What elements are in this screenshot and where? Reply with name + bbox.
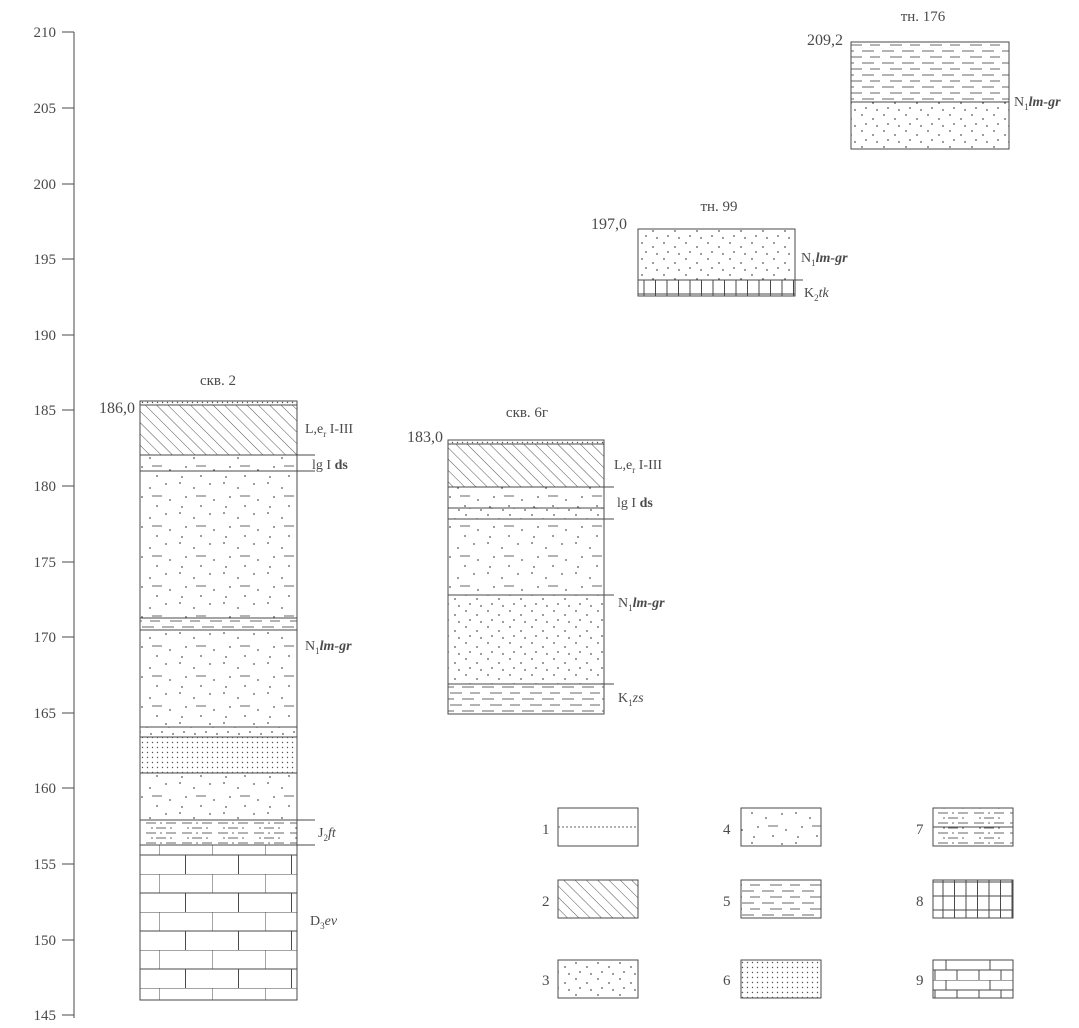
svg-text:7: 7	[916, 822, 924, 838]
tick-label: 200	[34, 177, 57, 193]
top-elevation: 197,0	[591, 216, 627, 233]
layer-lg	[448, 487, 604, 508]
column-tn176: тн. 176 209,2 N1lm-gr	[807, 9, 1061, 149]
unit-label-jurassic: J2ft	[318, 826, 337, 843]
tick-label: 185	[34, 403, 57, 419]
tick-label: 210	[34, 25, 57, 41]
legend: 1 4 7 2 5 8 3 6	[542, 808, 1013, 998]
svg-text:9: 9	[916, 973, 924, 989]
layer-clay	[448, 684, 604, 714]
layer-jurassic	[140, 820, 297, 845]
tick-label: 195	[34, 252, 57, 268]
layer-sand-1	[140, 471, 297, 618]
tick-label: 145	[34, 1008, 57, 1023]
unit-label-neogene: N1lm-gr	[801, 251, 848, 268]
svg-text:1: 1	[542, 822, 550, 838]
tick-label: 180	[34, 479, 57, 495]
layer-soil	[448, 440, 604, 444]
column-tn99: тн. 99 197,0 N1lm-gr K2tk	[591, 199, 848, 303]
svg-text:5: 5	[723, 894, 731, 910]
svg-text:3: 3	[542, 973, 550, 989]
svg-text:6: 6	[723, 973, 731, 989]
column-skv2: скв. 2 186,0 L,er I-III lg I ds N1lm-gr …	[99, 373, 353, 1000]
svg-text:8: 8	[916, 894, 924, 910]
unit-label-quaternary: L,er I-III	[614, 458, 662, 475]
layer-soil	[140, 401, 297, 405]
layer-clay-thin	[140, 618, 297, 630]
layer-limestone	[140, 845, 297, 1000]
layer-sand	[638, 229, 795, 280]
column-skv6g: скв. 6г 183,0 L,er I-III lg I ds N1lm-gr…	[407, 405, 665, 714]
tick-label: 165	[34, 706, 57, 722]
legend-item-7: 7	[916, 808, 1013, 846]
column-title: тн. 99	[700, 199, 737, 215]
tick-label: 175	[34, 555, 57, 571]
legend-item-8: 8	[916, 880, 1013, 918]
layer-chalk	[638, 280, 795, 296]
top-elevation: 183,0	[407, 429, 443, 446]
unit-label-lg: lg I ds	[312, 458, 348, 473]
legend-item-9: 9	[916, 960, 1013, 998]
top-elevation: 209,2	[807, 32, 843, 49]
tick-label: 160	[34, 781, 57, 797]
svg-text:2: 2	[542, 894, 550, 910]
elevation-axis: 210 205 200 195 190 185 180 175 170 165 …	[34, 25, 75, 1023]
unit-label-devonian: D3ev	[310, 914, 338, 931]
column-title: скв. 2	[200, 373, 236, 389]
legend-item-4: 4	[723, 808, 821, 846]
legend-item-3: 3	[542, 960, 638, 998]
layer-clay	[851, 42, 1009, 102]
tick-label: 170	[34, 630, 57, 646]
layer-lg	[140, 455, 297, 471]
layer-sand-2	[448, 595, 604, 684]
legend-item-6: 6	[723, 960, 821, 998]
unit-label-neogene: N1lm-gr	[1014, 95, 1061, 112]
legend-item-1: 1	[542, 808, 638, 846]
layer-sand-2	[140, 630, 297, 727]
layer-sand-thin	[448, 508, 604, 519]
column-title: скв. 6г	[506, 405, 548, 421]
column-title: тн. 176	[901, 9, 946, 25]
tick-label: 150	[34, 933, 57, 949]
unit-label-neogene: N1lm-gr	[305, 639, 352, 656]
unit-label-lg: lg I ds	[617, 496, 653, 511]
layer-fine-sand	[140, 737, 297, 773]
tick-label: 205	[34, 101, 57, 117]
unit-label-cretaceous: K1zs	[618, 691, 644, 708]
tick-label: 155	[34, 857, 57, 873]
layer-sand-thin	[140, 727, 297, 737]
layer-sand-3	[140, 773, 297, 820]
layer-sand-1	[448, 519, 604, 595]
layer-sand	[851, 102, 1009, 149]
svg-text:4: 4	[723, 822, 731, 838]
unit-label-cretaceous: K2tk	[804, 286, 830, 303]
legend-item-5: 5	[723, 880, 821, 918]
tick-label: 190	[34, 328, 57, 344]
unit-label-neogene: N1lm-gr	[618, 596, 665, 613]
layer-loam	[140, 405, 297, 455]
unit-label-quaternary: L,er I-III	[305, 422, 353, 439]
legend-item-2: 2	[542, 880, 638, 918]
layer-loam	[448, 444, 604, 487]
top-elevation: 186,0	[99, 400, 135, 417]
